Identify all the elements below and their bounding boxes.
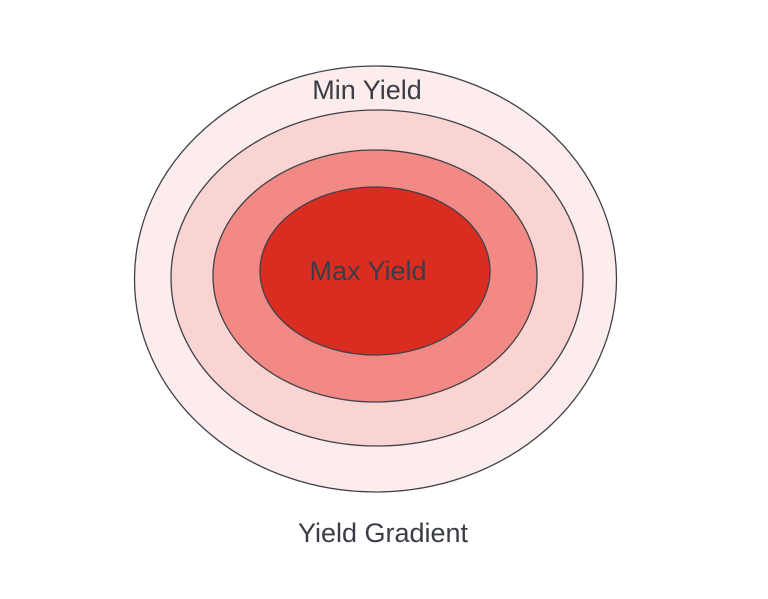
diagram-title: Yield Gradient — [298, 518, 469, 548]
min-yield-label: Min Yield — [312, 75, 422, 105]
max-yield-label: Max Yield — [309, 256, 426, 286]
ring-4-inner — [259, 186, 491, 356]
